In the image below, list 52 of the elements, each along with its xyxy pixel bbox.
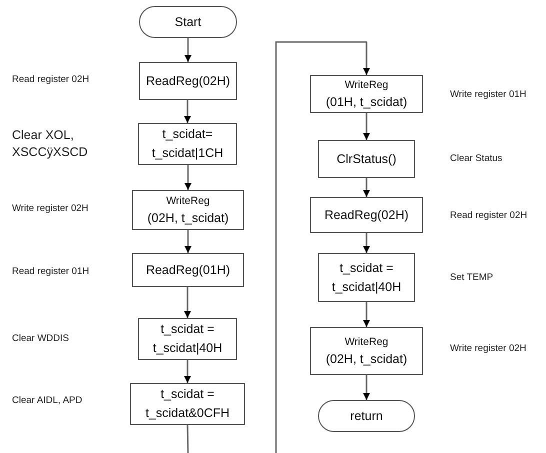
step-text: t_scidat= t_scidat|1CH — [150, 126, 224, 162]
step-text: (01H, t_scidat) — [326, 94, 408, 111]
step-note: Read register 02H — [12, 73, 90, 86]
process-box — [310, 327, 423, 375]
step-note: Set TEMP — [450, 271, 494, 284]
process-box — [318, 253, 415, 302]
step-text: ReadReg(01H) — [146, 262, 230, 279]
process-box — [318, 140, 415, 178]
process-box — [310, 75, 423, 113]
arrow — [363, 233, 370, 253]
step-note: Clear AIDL, APD — [12, 394, 82, 407]
arrow — [275, 41, 370, 453]
step-text: t_scidat = t_scidat&0CFH — [144, 386, 231, 422]
step-text: ReadReg(02H) — [146, 72, 230, 90]
step-text: t_scidat = t_scidat|40H — [330, 260, 402, 296]
step-text: ClrStatus() — [336, 150, 396, 168]
step-text: ReadReg(02H) — [324, 206, 409, 224]
process-box — [139, 62, 237, 100]
step-note: Clear XOL, XSCCÿXSCD — [12, 127, 89, 161]
arrow — [363, 113, 370, 140]
step-note: Write register 01H — [450, 88, 526, 101]
step-note: Write register 02H — [450, 342, 526, 355]
process-box — [138, 318, 237, 360]
step-text: WriteReg — [166, 194, 210, 208]
process-box — [132, 253, 244, 287]
step-note: Clear Status — [450, 152, 502, 165]
step-text: (02H, t_scidat) — [147, 210, 229, 227]
step-note: Clear WDDIS — [12, 332, 70, 345]
arrow — [363, 302, 370, 327]
process-box — [132, 190, 244, 230]
step-note: Read register 02H — [450, 209, 528, 222]
arrow — [184, 164, 192, 190]
step-text: WriteReg — [344, 334, 388, 350]
arrow — [184, 286, 191, 318]
step-text: return — [350, 408, 383, 424]
arrow — [184, 38, 192, 62]
arrow — [184, 99, 191, 123]
step-text: Start — [174, 14, 202, 30]
step-note: Write register 02H — [12, 202, 88, 215]
terminal-shape — [139, 6, 237, 38]
arrow — [184, 360, 191, 383]
process-box — [138, 123, 237, 165]
step-note: Read register 01H — [12, 265, 90, 278]
terminal-shape — [318, 400, 415, 432]
step-text: WriteReg — [344, 78, 388, 92]
process-box — [130, 383, 245, 425]
arrow — [184, 230, 192, 253]
arrow — [363, 178, 370, 197]
arrow — [363, 375, 370, 400]
process-box — [310, 197, 423, 233]
step-text: (02H, t_scidat) — [326, 350, 408, 368]
step-text: t_scidat = t_scidat|40H — [152, 321, 224, 357]
